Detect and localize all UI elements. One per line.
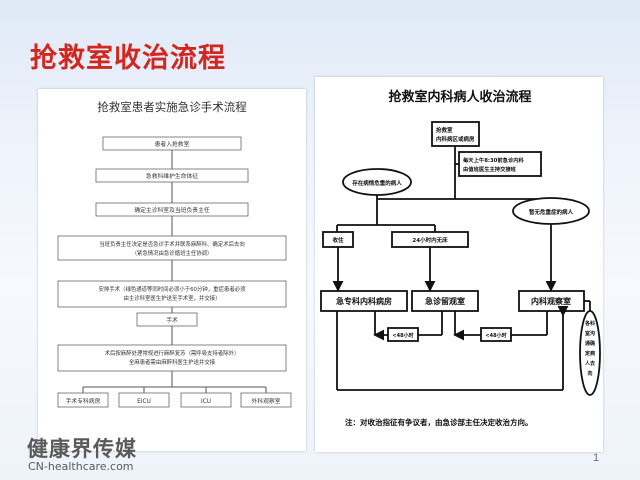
page-number: 1: [593, 452, 600, 464]
internal-medicine-flowchart: 抢救室内科病人收治流程 抢救室 内科病区或病房 每天上午8:30前急诊内科 由值…: [315, 77, 603, 452]
step-box-4: [57, 235, 287, 261]
side-note-line-6: 向: [587, 370, 592, 377]
step-6-text-1: 手术: [166, 316, 178, 324]
step-box-5: [57, 280, 287, 308]
ward-label-internal-observation: 内科观察室: [531, 296, 571, 306]
step-box-2: [95, 168, 249, 183]
step-7-text-2: 全麻患者需由麻醉科医生护送并交接: [129, 358, 216, 366]
step-2-text-1: 急救科维护生命体征: [146, 172, 198, 180]
emergency-room-line1: 抢救室: [436, 126, 453, 134]
step-box-6: [136, 312, 198, 327]
destination-label-2: EICU: [137, 399, 151, 405]
logo-text-en: CN-healthcare.com: [28, 460, 134, 473]
cn-healthcare-logo: 健康界传媒 CN-healthcare.com: [27, 437, 137, 473]
destination-box-2: [118, 392, 170, 408]
ward-box-specialty: [320, 290, 408, 312]
side-note-oval: [579, 310, 601, 396]
side-note-line-2: 室沟: [585, 330, 595, 337]
left-flow-steps: 患者入抢救室急救科维护生命体征确定主诊科室及当班负责主任当班负责主任决定是否急诊…: [57, 136, 287, 372]
non-critical-patient-label: 暂无危重症的病人: [529, 208, 574, 216]
destination-label-4: 外科观察室: [252, 397, 281, 405]
right-flowchart-title: 抢救室内科病人收治流程: [388, 89, 531, 105]
step-7-text-1: 术后按麻醉处理常规进行麻醉复苏（需呼吸支持者除外）: [105, 349, 240, 357]
left-flowchart-title: 抢救室患者实施急诊手术流程: [97, 100, 247, 114]
step-box-3: [95, 202, 249, 217]
destination-box-3: [180, 392, 232, 408]
side-note-line-1: 各科: [584, 320, 595, 327]
ward-label-specialty: 急专科内科病房: [336, 296, 392, 306]
step-3-text-1: 确定主诊科室及当班负责主任: [134, 206, 210, 214]
logo-text-cn: 健康界传媒: [27, 437, 137, 461]
right-flowchart-note: 注：对收治指征有争议者，由急诊部主任决定收治方向。: [345, 417, 533, 427]
step-box-1: [102, 136, 242, 151]
transfer-48h-box-1: [387, 327, 419, 342]
left-flow-arrows: [82, 150, 267, 393]
destination-label-1: 手术专科病房: [66, 397, 101, 405]
step-5-text-2: 由主诊科室医生护送至手术室，并交接）: [123, 294, 220, 302]
step-5-text-1: 安排手术（绿色通道等同时间必须小于60分钟，重症患者必须: [98, 285, 246, 293]
destination-box-4: [240, 392, 292, 408]
critical-patient-label: 存在病情危重的病人: [352, 179, 402, 187]
transfer-48h-box-2: [480, 327, 512, 342]
slide-title: 抢救室收治流程: [30, 43, 226, 74]
ward-label-observation-room: 急诊留观室: [425, 296, 465, 306]
transfer-48h-label-2: <48小时: [485, 332, 506, 339]
handover-rule-line2: 由值班医生主持交接班: [463, 165, 517, 173]
step-box-7: [57, 344, 287, 372]
no-bed-24h-label: 24小时内无床: [412, 236, 448, 244]
emergency-room-box: [431, 121, 480, 147]
transfer-48h-label-1: <48小时: [392, 332, 413, 339]
handover-rule-box: [458, 151, 542, 177]
left-flow-destinations: 手术专科病房 EICU ICU 外科观察室: [57, 392, 292, 408]
handover-rule-line1: 每天上午8:30前急诊内科: [463, 156, 525, 164]
destination-box-1: [57, 392, 109, 408]
step-1-text-1: 患者入抢救室: [155, 140, 190, 148]
critical-patient-oval: [342, 168, 412, 196]
emergency-room-line2: 内科病区或病房: [436, 135, 475, 143]
side-note-line-5: 人去: [584, 360, 595, 367]
internal-medicine-flowchart-canvas: 抢救室内科病人收治流程 抢救室 内科病区或病房 每天上午8:30前急诊内科 由值…: [320, 89, 601, 427]
side-note-line-4: 定病: [584, 350, 595, 357]
ward-box-observation-room: [411, 290, 479, 312]
side-note-line-3: 通确: [585, 340, 595, 347]
emergency-surgery-flowchart: 抢救室患者实施急诊手术流程 患者入抢救室急救科维护生命体征确定主诊科室及当班负责…: [38, 89, 306, 451]
admit-label: 收住: [332, 236, 344, 244]
emergency-surgery-flowchart-canvas: 抢救室患者实施急诊手术流程 患者入抢救室急救科维护生命体征确定主诊科室及当班负责…: [57, 100, 292, 408]
destination-label-3: ICU: [201, 399, 211, 405]
step-4-text-1: 当班负责主任决定是否急诊手术并联系麻醉科、确定术后去向: [99, 240, 245, 248]
step-4-text-2: （紧急情况由急诊循班主任协调）: [132, 249, 213, 257]
